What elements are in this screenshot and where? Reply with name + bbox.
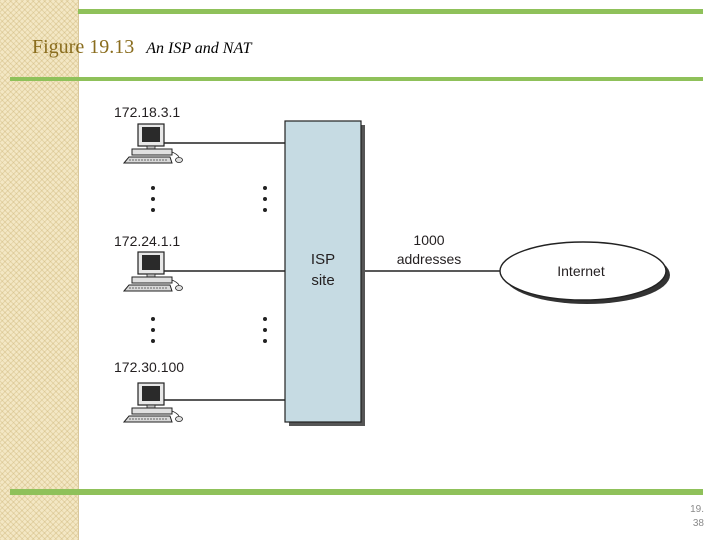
host-address-1: 172.18.3.1 <box>114 104 180 120</box>
host-address-2: 172.24.1.1 <box>114 233 180 249</box>
ellipsis-dots-icon <box>151 186 267 212</box>
decorative-side-stripe <box>0 0 79 540</box>
top-accent-bar <box>78 9 703 14</box>
isp-label-line2: site <box>311 272 334 289</box>
ellipsis-dots-icon <box>151 317 267 343</box>
figure-caption: An ISP and NAT <box>146 40 252 57</box>
page-number: 19. 38 <box>690 503 704 531</box>
computer-icon <box>123 382 184 423</box>
title-underline-rule <box>10 77 703 81</box>
internet-label: Internet <box>557 263 605 279</box>
link-label-line2: addresses <box>397 251 462 267</box>
isp-label-line1: ISP <box>311 251 335 268</box>
bottom-accent-bar <box>10 489 703 495</box>
slide-title: Figure 19.13 An ISP and NAT <box>32 36 252 59</box>
host-address-3: 172.30.100 <box>114 359 184 375</box>
figure-number: Figure 19.13 <box>32 36 135 58</box>
page-number-line1: 19. <box>690 504 704 515</box>
internet-cloud-shape <box>499 241 667 301</box>
link-label-line1: 1000 <box>413 232 444 248</box>
page-number-line2: 38 <box>692 518 704 529</box>
isp-site-box <box>284 120 362 423</box>
